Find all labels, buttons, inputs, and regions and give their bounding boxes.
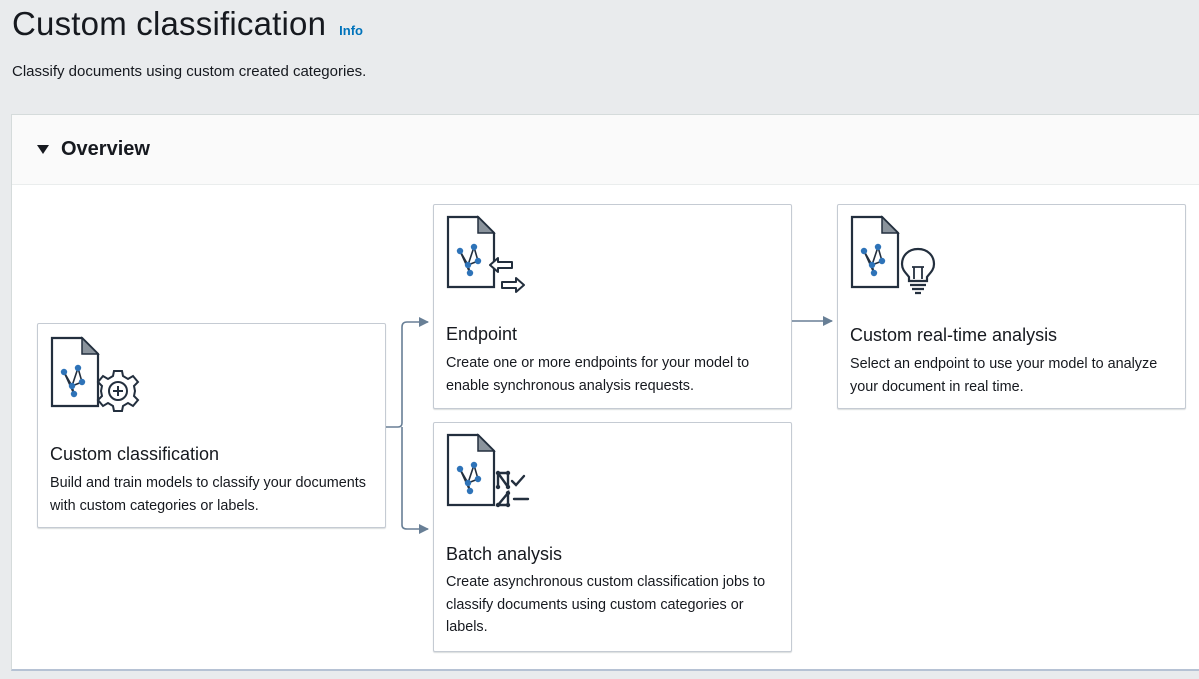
document-model-exchange-icon bbox=[446, 215, 528, 298]
card-batch-analysis[interactable]: Batch analysis Create asynchronous custo… bbox=[433, 422, 792, 652]
card-custom-classification[interactable]: Custom classification Build and train mo… bbox=[37, 323, 386, 528]
card-custom-realtime-analysis[interactable]: Custom real-time analysis Select an endp… bbox=[837, 204, 1186, 409]
card-endpoint[interactable]: Endpoint Create one or more endpoints fo… bbox=[433, 204, 792, 409]
overview-header[interactable]: Overview bbox=[12, 115, 1199, 185]
connector-to-endpoint bbox=[386, 317, 429, 428]
page-title: Custom classification bbox=[12, 5, 327, 42]
document-model-lightbulb-icon bbox=[850, 215, 942, 300]
card-title: Batch analysis bbox=[446, 544, 563, 564]
info-link[interactable]: Info bbox=[339, 23, 363, 38]
page-header: Custom classification Info Classify docu… bbox=[12, 4, 1199, 114]
card-title: Custom classification bbox=[50, 444, 220, 464]
card-description: Build and train models to classify your … bbox=[50, 475, 366, 514]
document-model-settings-icon bbox=[50, 336, 142, 419]
card-description: Create asynchronous custom classificatio… bbox=[446, 574, 766, 635]
page-description: Classify documents using custom created … bbox=[12, 63, 367, 80]
connector-to-batch bbox=[401, 427, 429, 534]
card-title: Endpoint bbox=[446, 324, 518, 344]
title-row: Custom classification Info bbox=[12, 4, 1199, 44]
card-description: Select an endpoint to use your model to … bbox=[850, 356, 1158, 395]
document-model-batch-icon bbox=[446, 433, 538, 518]
caret-down-icon[interactable] bbox=[37, 145, 49, 154]
card-title: Custom real-time analysis bbox=[850, 325, 1058, 345]
card-description: Create one or more endpoints for your mo… bbox=[446, 355, 750, 394]
overview-title: Overview bbox=[61, 138, 150, 160]
overview-panel: Overview bbox=[11, 114, 1199, 671]
